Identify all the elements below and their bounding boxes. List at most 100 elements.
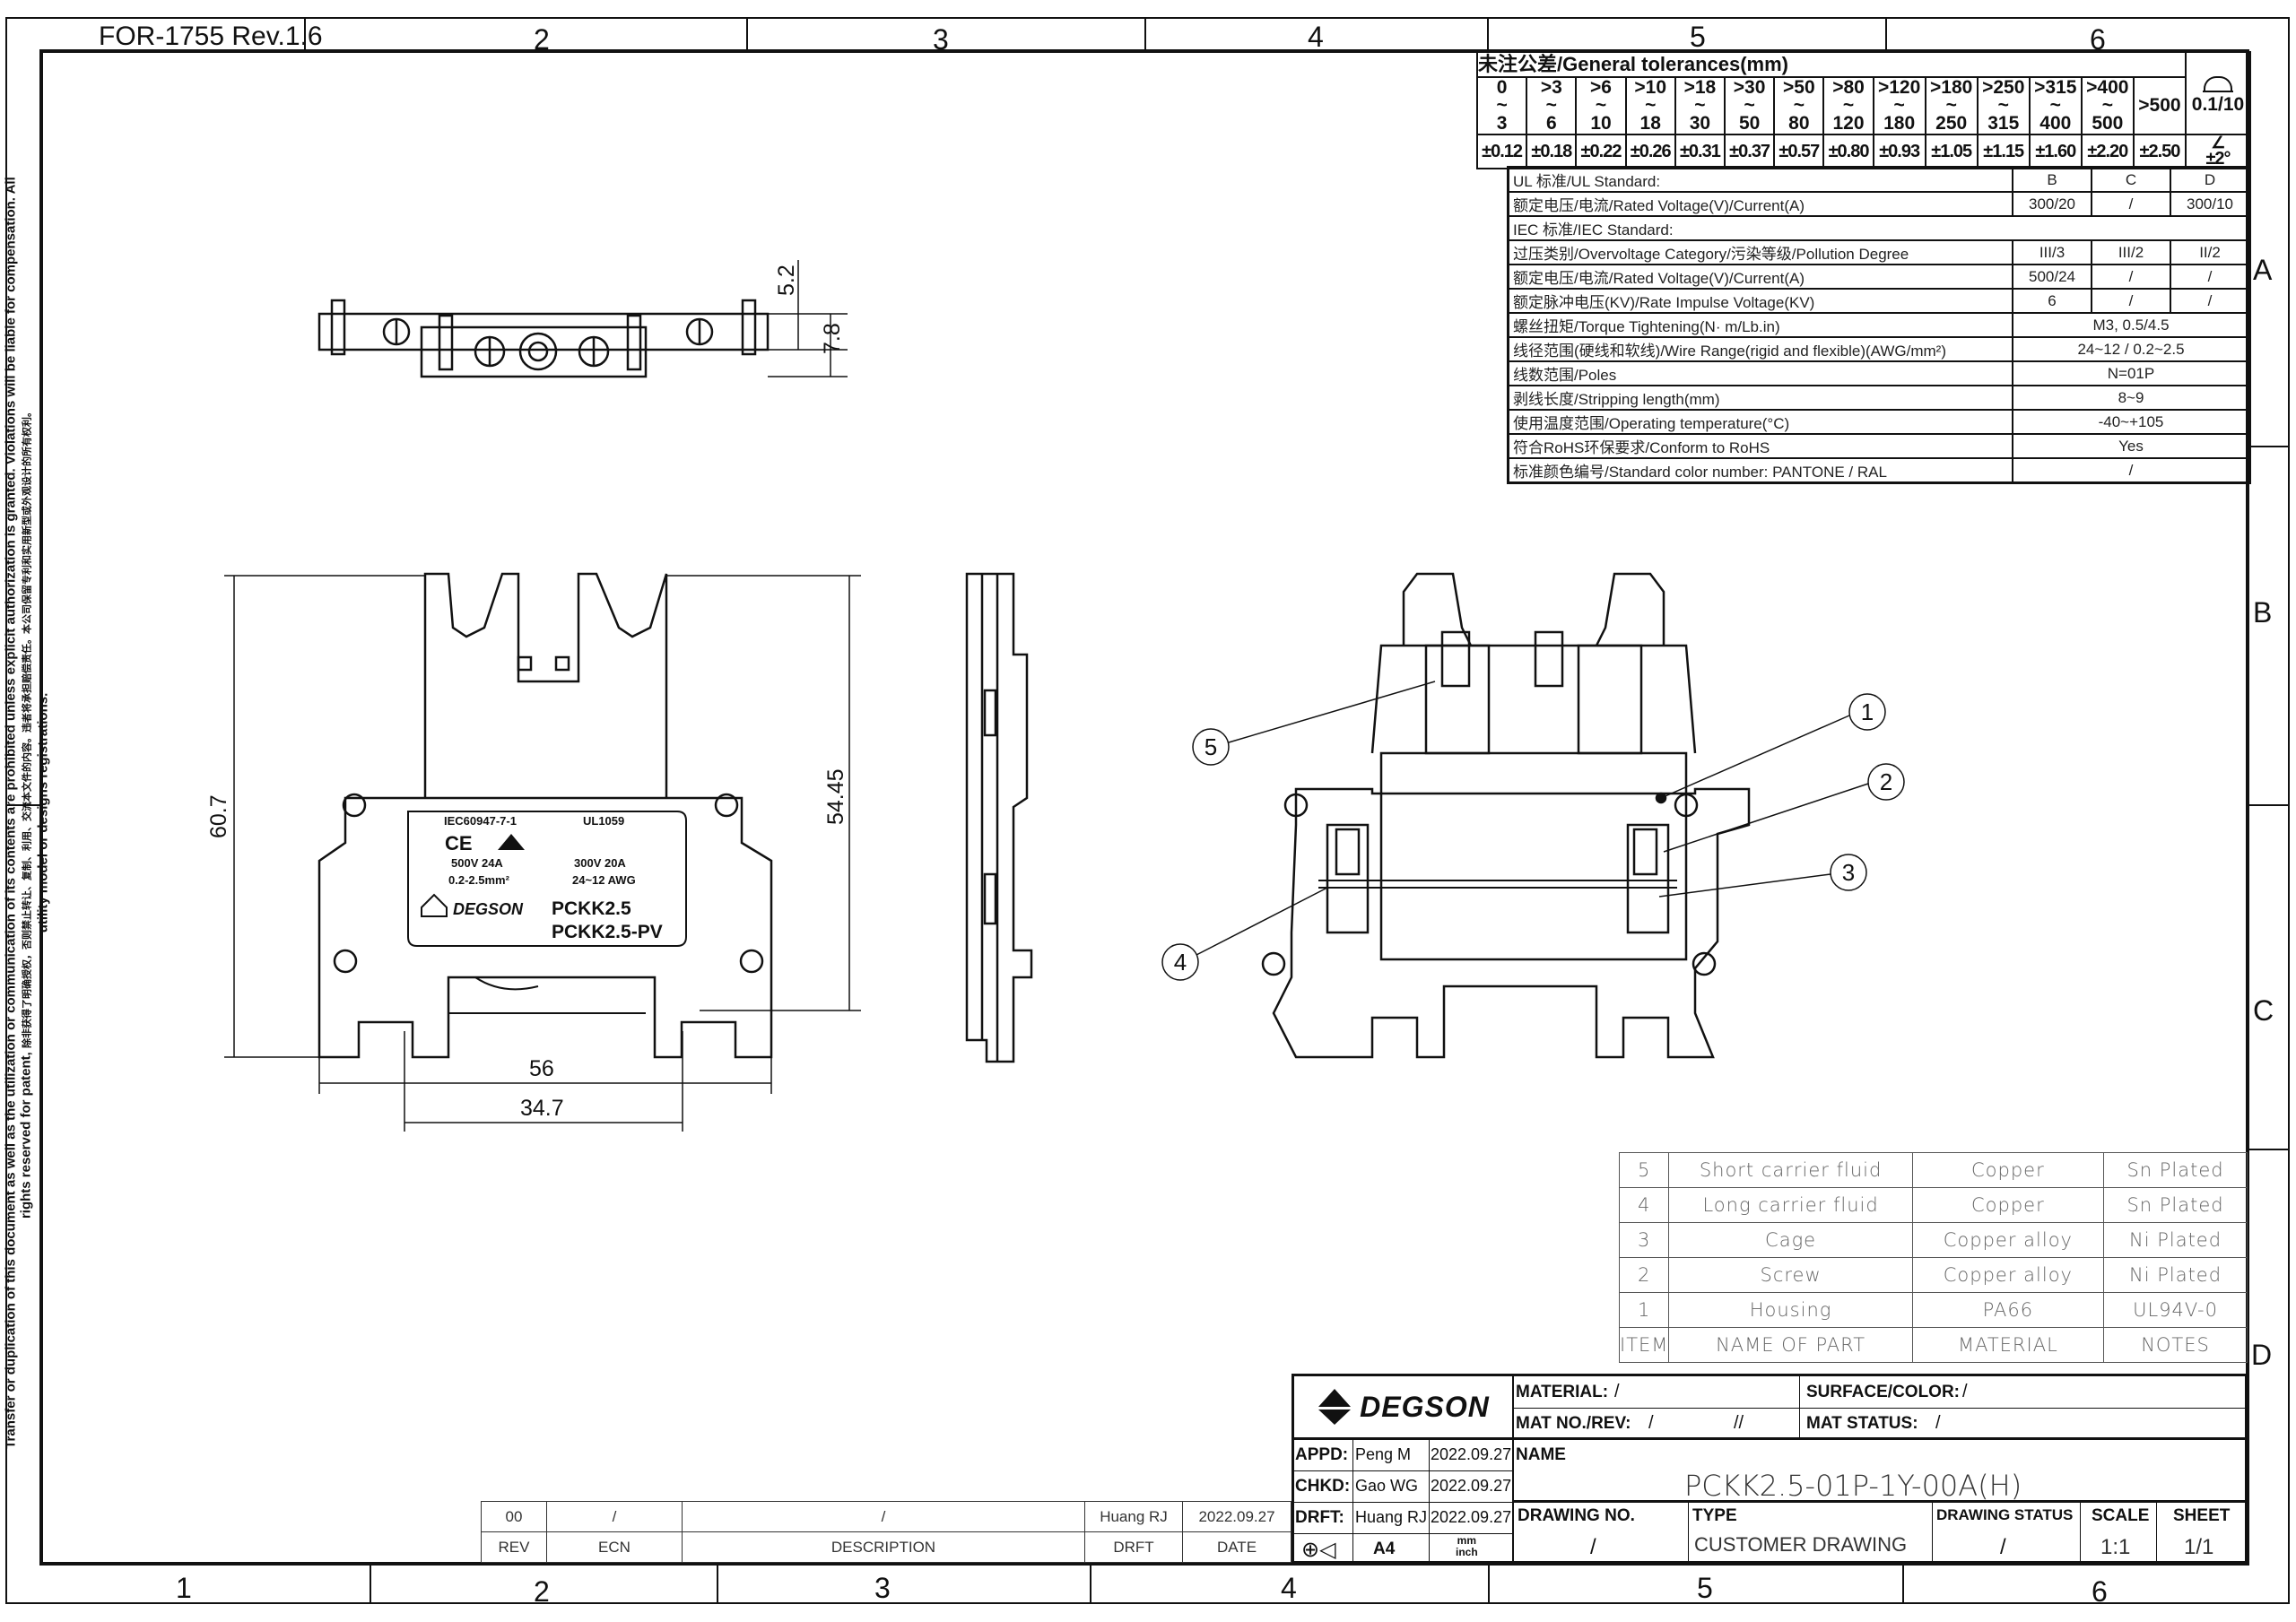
zone-top-3: 3 [933,23,949,56]
revision-table: 00 / / Huang RJ 2022.09.27 REV ECN DESCR… [481,1501,1292,1563]
part-material: Copper alloy [1911,1257,2105,1293]
balloon-1: 1 [1861,698,1874,725]
spec-value: 300/20 [2012,191,2092,217]
rev-value: 00 [481,1501,547,1532]
part-item: 1 [1618,1292,1670,1328]
mat-rev-value: // [1734,1413,1744,1433]
tolerance-range: >50 ~ 80 [1773,76,1825,135]
spec-value: D [2170,166,2251,193]
balloons [1161,693,1905,981]
sheet-cell: SHEET 1/1 [2157,1503,2247,1564]
drawing-name: PCKK2.5-01P-1Y-00A(H) [1684,1469,2022,1503]
projection-row: ⊕◁ A4 mm inch [1294,1534,1514,1564]
drawing-no-value: / [1590,1535,1596,1559]
spec-value: III/2 [2091,239,2171,265]
part-name: Long carrier fluid [1668,1187,1913,1223]
spec-value: C [2091,166,2171,193]
spec-label: 螺丝扭矩/Torque Tightening(N· m/Lb.in) [1507,312,2013,338]
zone-bottom-6: 6 [2092,1575,2108,1608]
tolerance-value: ±2.20 [2080,134,2135,169]
front-dimensions [224,575,861,1132]
rev-header: REV [481,1531,547,1563]
scale-label: SCALE [2092,1506,2150,1525]
tolerance-range: >120 ~ 180 [1872,76,1926,135]
tolerance-value: ±0.37 [1724,134,1776,169]
dim-width: 56 [529,1056,554,1081]
surface-label: SURFACE/COLOR: [1806,1383,1960,1401]
tolerance-ranges-row: 0 ~ 3>3 ~ 6>6 ~ 10>10 ~ 18>18 ~ 30>30 ~ … [1475,76,2250,135]
notes-header: NOTES [2103,1327,2248,1363]
drft-header: DRFT [1084,1531,1183,1563]
legal-notice-line-2: utility model or designs registrations. [35,692,51,933]
zone-row-c: C [2253,994,2274,1027]
scale-cell: SCALE 1:1 [2081,1503,2157,1564]
tolerances-title: 未注公差/General tolerances(mm) [1476,51,2187,78]
part-notes: Ni Plated [2103,1222,2248,1258]
balloon-2: 2 [1880,768,1892,795]
spec-row: 使用温度范围/Operating temperature(°C)-40~+105 [1507,409,2251,435]
spec-value: / [2091,288,2171,314]
chkd-date: 2022.09.27 [1431,1477,1512,1495]
tolerance-value: ±0.31 [1674,134,1726,169]
drawing-status-value: / [2000,1535,2006,1559]
tolerance-range: >30 ~ 50 [1724,76,1776,135]
spec-value: B [2012,166,2092,193]
spec-row: 螺丝扭矩/Torque Tightening(N· m/Lb.in)M3, 0.… [1507,312,2251,338]
tolerance-value: ±1.60 [2028,134,2083,169]
scale-value: 1:1 [2100,1535,2131,1559]
zone-bottom-3: 3 [874,1572,891,1604]
tolerance-range: >3 ~ 6 [1526,76,1578,135]
ecn-header: ECN [546,1531,683,1563]
part-name: Screw [1668,1257,1913,1293]
spec-value: / [2091,191,2171,217]
type-value: CUSTOMER DRAWING [1694,1533,1908,1556]
appd-label: APPD: [1295,1445,1349,1464]
part-material: PA66 [1911,1292,2105,1328]
part-notes: UL94V-0 [2103,1292,2248,1328]
zone-top-6: 6 [2090,23,2106,56]
flatness-value: 0.1/10 [2191,94,2245,115]
mat-status-label: MAT STATUS: [1806,1414,1918,1433]
type-cell: TYPE CUSTOMER DRAWING [1689,1503,1933,1564]
part-name: Housing [1668,1292,1913,1328]
general-tolerances-table: 未注公差/General tolerances(mm) 0.1/10 0 ~ 3… [1475,51,2251,169]
angle-tolerance-cell: ∠±2° [2185,134,2251,169]
part-item: 3 [1618,1222,1670,1258]
label-brand: DEGSON [453,900,524,918]
tolerance-value: ±0.22 [1575,134,1627,169]
label-ul-standard: UL1059 [583,814,624,828]
material-label: MATERIAL: [1516,1383,1609,1401]
balloon-3: 3 [1842,859,1855,886]
spec-label: 符合RoHS环保要求/Conform to RoHS [1507,433,2013,459]
front-view [317,572,773,1059]
mat-no-row: MAT NO./REV: / // MAT STATUS: / [1514,1409,2248,1440]
legal-notice-cn: 除非获得了明确授权，否则禁止转让、复制、利用、交流本文件的内容。违者将承担赔偿责… [22,406,33,1048]
zone-bottom-4: 4 [1281,1572,1297,1604]
tolerance-range: >250 ~ 315 [1976,76,2031,135]
spec-value: II/2 [2170,239,2251,265]
tolerance-value: ±1.05 [1924,134,1979,169]
drft-value: Huang RJ [1084,1501,1183,1532]
flatness-cell: 0.1/10 [2185,51,2251,135]
chkd-row: CHKD: Gao WG 2022.09.27 [1294,1471,1514,1503]
label-ul-rating: 300V 20A [574,856,626,870]
drft-date: 2022.09.27 [1431,1508,1512,1526]
appd-row: APPD: Peng M 2022.09.27 [1294,1440,1514,1471]
date-header: DATE [1182,1531,1292,1563]
spec-value: III/3 [2012,239,2092,265]
spec-label: 过压类别/Overvoltage Category/污染等级/Pollution… [1507,239,2013,265]
spec-label: IEC 标准/IEC Standard: [1507,215,2251,241]
spec-value: N=01P [2012,360,2251,386]
tolerance-range: 0 ~ 3 [1475,76,1528,135]
part-item: 5 [1618,1152,1670,1188]
part-notes: Sn Plated [2103,1152,2248,1188]
part-material: Copper [1911,1187,2105,1223]
material-header: MATERIAL [1911,1327,2105,1363]
balloon-leaders [1196,681,1869,956]
ecn-value: / [546,1501,683,1532]
spec-row: 额定电压/电流/Rated Voltage(V)/Current(A)500/2… [1507,264,2251,290]
